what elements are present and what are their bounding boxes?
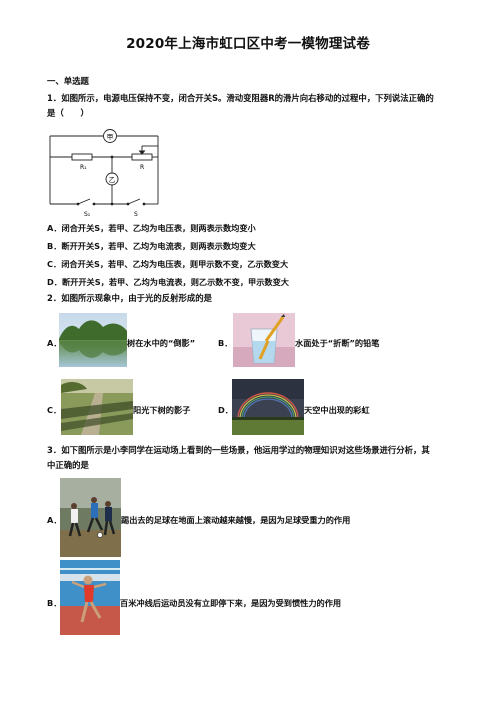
q3-stem-line2: 中正确的是 [47,460,89,470]
football-players-image [60,478,121,557]
q2-option-c-text: 阳光下树的影子 [133,405,191,415]
q3-stem-line1: 3．如下图所示是小李同学在运动场上看到的一些场景，他运用学过的物理知识对这些场景… [47,445,430,455]
q1-stem-line2: 是（ ） [47,108,89,118]
meter-jia-icon [103,129,117,143]
meter-jia-label: 甲 [107,133,114,141]
q2-option-b-text: 水面处于“折断”的铅笔 [295,338,380,348]
tree-shadow-image [61,379,133,435]
q1-option-a: A．闭合开关S，若甲、乙均为电压表，则两表示数均变小 [47,223,256,233]
section-heading: 一、单选题 [47,76,89,86]
q1-option-c: C．闭合开关S，若甲、乙均为电压表，则甲示数不变，乙示数变大 [47,259,289,269]
pencil-in-water-image [233,313,295,367]
q1-circuit-diagram: 甲 乙 R₁ R S₁ S [49,129,159,218]
q2-option-d-letter: D． [218,405,233,415]
q3-option-a-letter: A． [47,515,62,525]
switch-s-label: S [134,211,138,218]
rainbow-image [232,379,304,435]
q3-option-b-letter: B． [47,598,62,608]
q3-option-a-text: 踢出去的足球在地面上滚动越来越慢，是因为足球受重力的作用 [121,515,351,525]
switch-s1-label: S₁ [84,211,91,218]
sprinter-image [60,560,120,635]
q2-option-d-text: 天空中出现的彩虹 [304,405,370,415]
meter-yi-icon [105,172,119,186]
page-title: 2020年上海市虹口区中考一模物理试卷 [126,36,370,52]
q1-stem-line1: 1．如图所示，电源电压保持不变，闭合开关S。滑动变阻器R的滑片向右移动的过程中，… [47,93,434,103]
q1-option-b: B．断开开关S，若甲、乙均为电流表，则两表示数均变大 [47,241,256,251]
q2-option-a-text: 树在水中的“倒影” [127,338,196,348]
q2-option-a-letter: A． [47,338,62,348]
resistor-r-label: R [140,164,144,171]
q1-option-d: D．断开开关S，若甲、乙均为电流表，则乙示数不变，甲示数变大 [47,277,289,287]
q2-option-c-letter: C． [47,405,62,415]
resistor-r1-label: R₁ [80,164,87,171]
q3-option-b-text: 百米冲线后运动员没有立即停下来，是因为受到惯性力的作用 [120,598,342,608]
tree-reflection-image [59,313,127,367]
q2-stem: 2．如图所示现象中，由于光的反射形成的是 [47,293,212,303]
meter-yi-label: 乙 [109,176,116,184]
q2-option-b-letter: B． [218,338,233,348]
